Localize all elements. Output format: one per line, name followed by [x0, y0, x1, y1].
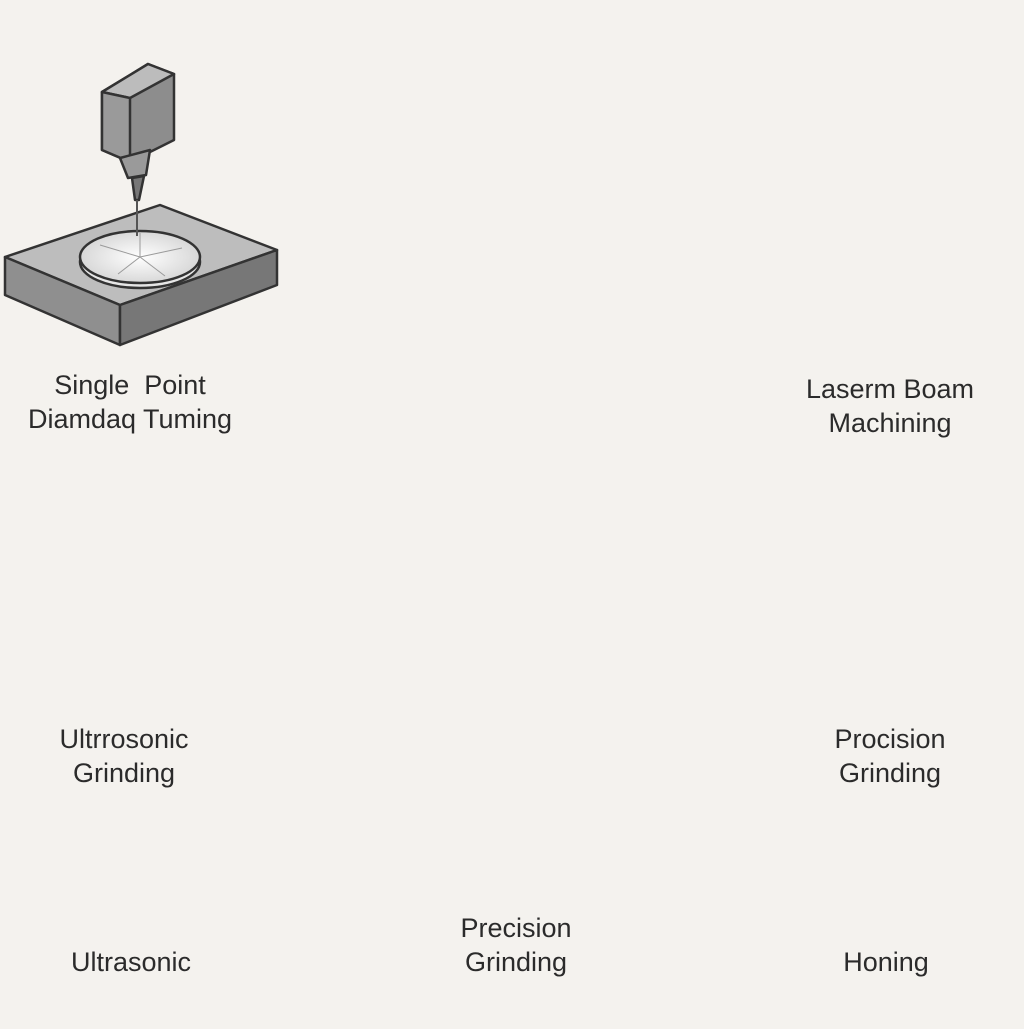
- label-precision-grinding-center: Precision Grinding: [460, 911, 571, 979]
- label-ultrasonic-grinding: Ultrrosonic Grinding: [59, 722, 188, 790]
- diamond-turning-icon: [3, 62, 279, 347]
- label-single-point-diamond-turning: Single Point Diamdaq Tuming: [28, 368, 232, 436]
- label-line: Precision: [460, 913, 572, 943]
- label-line: Grinding: [464, 947, 568, 977]
- label-honing: Honing: [843, 945, 929, 979]
- label-line: Machining: [828, 408, 952, 438]
- label-line: Laserm Boam: [805, 374, 975, 404]
- label-line: Diamdaq Tuming: [27, 404, 233, 434]
- label-line: Grinding: [72, 758, 176, 788]
- label-line: Single Point: [54, 370, 206, 400]
- label-line: Ultrasonic: [70, 947, 192, 977]
- label-line: Ultrrosonic: [59, 724, 189, 754]
- label-line: Honing: [843, 947, 929, 977]
- label-laser-beam-machining: Laserm Boam Machining: [806, 372, 974, 440]
- label-line: Procision: [834, 724, 946, 754]
- label-ultrasonic: Ultrasonic: [71, 945, 191, 979]
- label-precision-grinding-right: Procision Grinding: [834, 722, 945, 790]
- label-line: Grinding: [838, 758, 942, 788]
